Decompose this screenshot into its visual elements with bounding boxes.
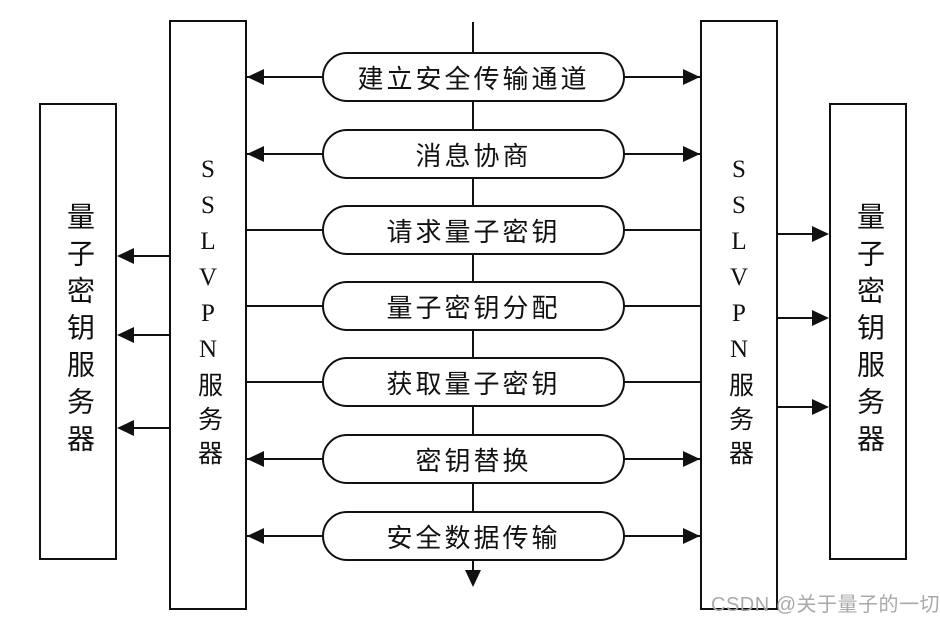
step7-left-connector (247, 535, 322, 537)
step-pill-4-label: 量子密钥分配 (386, 293, 561, 323)
left-vpn-to-quantum-arrow2-line (128, 334, 169, 336)
step6-right-connector (625, 458, 700, 460)
left-vpn-to-quantum-arrow3-head-icon (117, 420, 134, 436)
right-vpn-to-quantum-arrow3-head-icon (812, 399, 829, 415)
step-pill-7: 安全数据传输 (322, 511, 625, 561)
right-vpn-to-quantum-arrow1-head-icon (812, 226, 829, 242)
step1-left-connector (247, 76, 322, 78)
step6-left-connector (247, 458, 322, 460)
step-pill-1-label: 建立安全传输通道 (357, 64, 590, 94)
step4-right-connector (625, 305, 700, 307)
step-pill-1: 建立安全传输通道 (322, 52, 625, 102)
step-pill-4: 量子密钥分配 (322, 281, 625, 331)
step-pill-2: 消息协商 (322, 129, 625, 179)
step4-left-connector (247, 305, 322, 307)
step-pill-6: 密钥替换 (322, 434, 625, 484)
step2-left-connector (247, 153, 322, 155)
step1-right-connector (625, 76, 700, 78)
step1-right-arrowhead-icon (683, 69, 700, 85)
left-vpn-to-quantum-arrow1-head-icon (117, 248, 134, 264)
step-pill-5: 获取量子密钥 (322, 357, 625, 407)
step-pill-6-label: 密钥替换 (415, 446, 532, 476)
step-pill-3: 请求量子密钥 (322, 205, 625, 255)
step5-right-connector (625, 381, 700, 383)
step7-right-arrowhead-icon (683, 528, 700, 544)
step5-left-connector (247, 381, 322, 383)
csdn-watermark: CSDN @关于量子的一切 (711, 594, 940, 616)
step-pill-2-label: 消息协商 (415, 141, 532, 171)
quantum-key-server-right-box: 量子密钥服务器 (829, 103, 907, 560)
ssl-vpn-server-right-label: SSLVPN服务器 (725, 156, 753, 474)
step1-left-arrowhead-icon (247, 69, 264, 85)
step2-right-connector (625, 153, 700, 155)
step2-right-arrowhead-icon (683, 146, 700, 162)
timeline-down-arrowhead-icon (465, 570, 481, 587)
quantum-key-server-left-box: 量子密钥服务器 (39, 103, 117, 560)
quantum-key-server-right-label: 量子密钥服务器 (853, 202, 884, 461)
step7-left-arrowhead-icon (247, 528, 264, 544)
ssl-vpn-server-left-box: SSLVPN服务器 (169, 20, 247, 610)
right-vpn-to-quantum-arrow3-line (777, 406, 818, 408)
ssl-vpn-server-left-label: SSLVPN服务器 (194, 156, 222, 474)
step-pill-3-label: 请求量子密钥 (386, 217, 561, 247)
step2-left-arrowhead-icon (247, 146, 264, 162)
step3-left-connector (247, 229, 322, 231)
quantum-key-server-left-label: 量子密钥服务器 (63, 202, 94, 461)
left-vpn-to-quantum-arrow3-line (128, 427, 169, 429)
step-pill-7-label: 安全数据传输 (386, 523, 561, 553)
step7-right-connector (625, 535, 700, 537)
step6-right-arrowhead-icon (683, 451, 700, 467)
right-vpn-to-quantum-arrow2-head-icon (812, 310, 829, 326)
right-vpn-to-quantum-arrow1-line (777, 233, 818, 235)
left-vpn-to-quantum-arrow2-head-icon (117, 327, 134, 343)
ssl-vpn-server-right-box: SSLVPN服务器 (700, 20, 778, 610)
step6-left-arrowhead-icon (247, 451, 264, 467)
step-pill-5-label: 获取量子密钥 (386, 369, 561, 399)
left-vpn-to-quantum-arrow1-line (128, 255, 169, 257)
step3-right-connector (625, 229, 700, 231)
right-vpn-to-quantum-arrow2-line (777, 317, 818, 319)
